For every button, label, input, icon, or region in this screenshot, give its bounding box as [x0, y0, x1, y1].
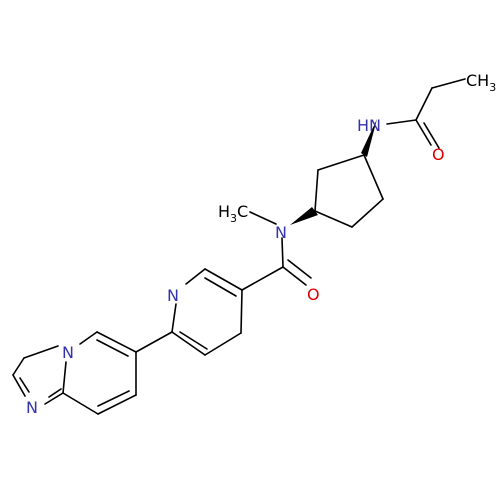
bond: [415, 119, 432, 146]
atom-label-nh: HN: [357, 116, 381, 135]
wedge-bond: [361, 119, 377, 157]
atom-label-o-carbonyl-top: O: [432, 145, 445, 164]
bond: [314, 210, 353, 228]
bond: [96, 339, 129, 357]
bond: [12, 374, 26, 397]
bond: [423, 122, 440, 149]
bond: [240, 289, 243, 334]
bond: [282, 266, 307, 286]
bond: [281, 237, 284, 268]
atom-label-o-amide: O: [307, 285, 320, 304]
bond: [317, 154, 365, 171]
bond: [62, 392, 99, 415]
bond: [287, 259, 312, 279]
bond: [314, 169, 319, 212]
bond: [171, 303, 177, 333]
atom-label-h3c: H3C: [218, 202, 248, 225]
bond: [204, 277, 237, 297]
atom-label-n-pyridine: N: [167, 286, 179, 305]
bond: [23, 345, 59, 359]
bond: [48, 388, 62, 398]
bond: [19, 377, 30, 393]
bond: [204, 332, 242, 356]
bond: [12, 357, 25, 376]
bond: [96, 331, 137, 353]
bond: [351, 198, 384, 228]
bond: [386, 119, 417, 125]
bond: [241, 266, 284, 291]
bond: [204, 268, 243, 291]
bond: [97, 390, 130, 407]
wedge-bond: [290, 207, 318, 225]
bond: [249, 211, 277, 225]
bond: [79, 331, 98, 345]
bond: [415, 87, 433, 121]
bond: [363, 154, 384, 200]
bond: [97, 394, 137, 415]
atom-label-ch3: CH3: [466, 71, 496, 94]
bond: [44, 392, 64, 405]
bond: [179, 331, 208, 350]
bond: [135, 331, 173, 353]
bond: [171, 331, 206, 356]
atom-label-n-amide: N: [275, 223, 287, 242]
label-layer: CH3 HN O H3C N O N N N: [26, 71, 496, 417]
bond: [431, 78, 466, 89]
bond: [62, 361, 67, 394]
bond-layer: [12, 78, 466, 415]
atom-label-n-bridgehead: N: [62, 343, 74, 362]
atom-label-n-imidazole: N: [26, 398, 38, 417]
wedge-layer: [290, 119, 377, 225]
bond: [185, 268, 206, 285]
